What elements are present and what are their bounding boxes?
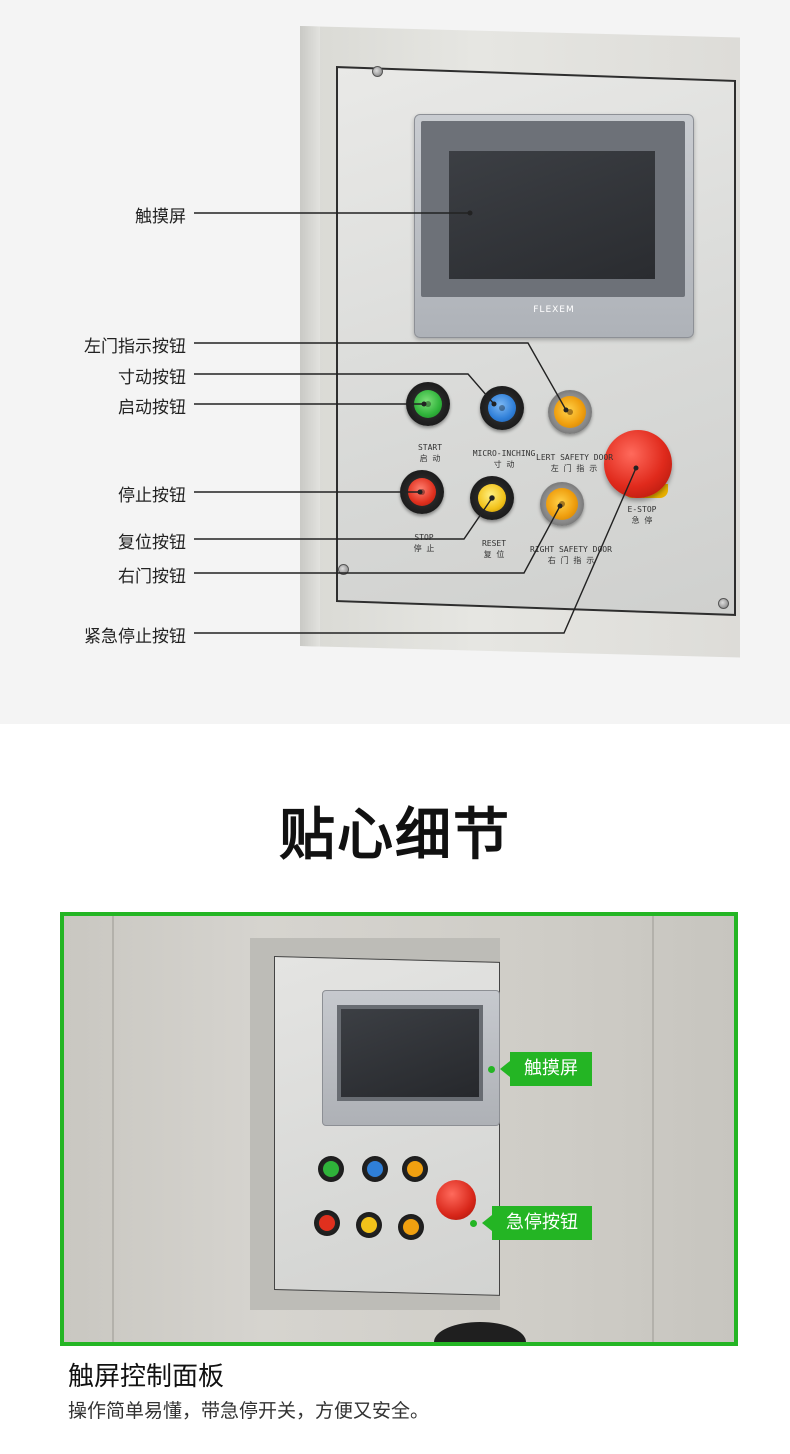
- hmi-screen[interactable]: [449, 151, 655, 279]
- leader-dot: [557, 503, 563, 509]
- photo-start-button: [318, 1156, 344, 1182]
- leader-dot: [491, 401, 497, 407]
- photo-dark-fixture: [434, 1322, 526, 1342]
- leader-right-door: [194, 505, 561, 574]
- feature-description: 操作简单易懂，带急停开关，方便又安全。: [68, 1400, 430, 1422]
- leader-dot: [421, 401, 427, 407]
- photo-left-door-lamp: [402, 1156, 428, 1182]
- photo-touchscreen: [322, 990, 500, 1126]
- callout-left-door-indicator: 左门指示按钮: [84, 337, 186, 357]
- callout-emergency-stop: 紧急停止按钮: [84, 627, 186, 647]
- left-door-indicator-lamp[interactable]: [548, 390, 592, 434]
- leader-reset: [194, 497, 493, 540]
- wall-seam: [112, 916, 114, 1342]
- callout-micro-inching: 寸动按钮: [118, 368, 186, 388]
- callout-right-door: 右门按钮: [118, 567, 186, 587]
- detail-photo: 触摸屏 急停按钮: [60, 912, 738, 1346]
- photo-micro-inching-button: [362, 1156, 388, 1182]
- hmi-bezel: [421, 121, 685, 297]
- leader-estop: [194, 467, 637, 634]
- screw-icon: [338, 564, 349, 575]
- section-title: 贴心细节: [279, 803, 511, 868]
- leader-dot: [417, 489, 423, 495]
- photo-reset-button: [356, 1212, 382, 1238]
- photo-stop-button: [314, 1210, 340, 1236]
- leader-dot: [633, 465, 639, 471]
- photo-hmi-screen: [337, 1005, 483, 1101]
- screw-icon: [718, 598, 729, 609]
- touchscreen-hmi[interactable]: FLEXEM: [414, 114, 694, 338]
- hmi-brand-logo: FLEXEM: [533, 305, 575, 315]
- left-door-lamp-lens: [554, 396, 586, 428]
- tag-emergency-stop: 急停按钮: [470, 1206, 592, 1240]
- callout-stop: 停止按钮: [118, 486, 186, 506]
- start-button-cap: [414, 390, 442, 418]
- wall-seam: [652, 916, 654, 1342]
- leader-dot: [467, 210, 473, 216]
- tag-touchscreen: 触摸屏: [488, 1052, 592, 1086]
- right-door-indicator-lamp[interactable]: [540, 482, 584, 526]
- photo-right-door-lamp: [398, 1214, 424, 1240]
- screw-icon: [372, 66, 383, 77]
- callout-reset: 复位按钮: [118, 533, 186, 553]
- leader-dot: [489, 495, 495, 501]
- reset-button[interactable]: [470, 476, 514, 520]
- leader-dot: [563, 407, 569, 413]
- right-door-lamp-lens: [546, 488, 578, 520]
- feature-title: 触屏控制面板: [68, 1362, 225, 1392]
- photo-emergency-stop: [436, 1180, 476, 1220]
- leader-left-door: [194, 342, 567, 411]
- micro-inching-button[interactable]: [480, 386, 524, 430]
- callout-leader-lines: [194, 210, 639, 634]
- callout-start: 启动按钮: [118, 398, 186, 418]
- emergency-stop-button[interactable]: [604, 430, 672, 498]
- leader-micro-inching: [194, 373, 495, 405]
- callout-touchscreen: 触摸屏: [135, 207, 186, 227]
- micro-inching-button-cap: [488, 394, 516, 422]
